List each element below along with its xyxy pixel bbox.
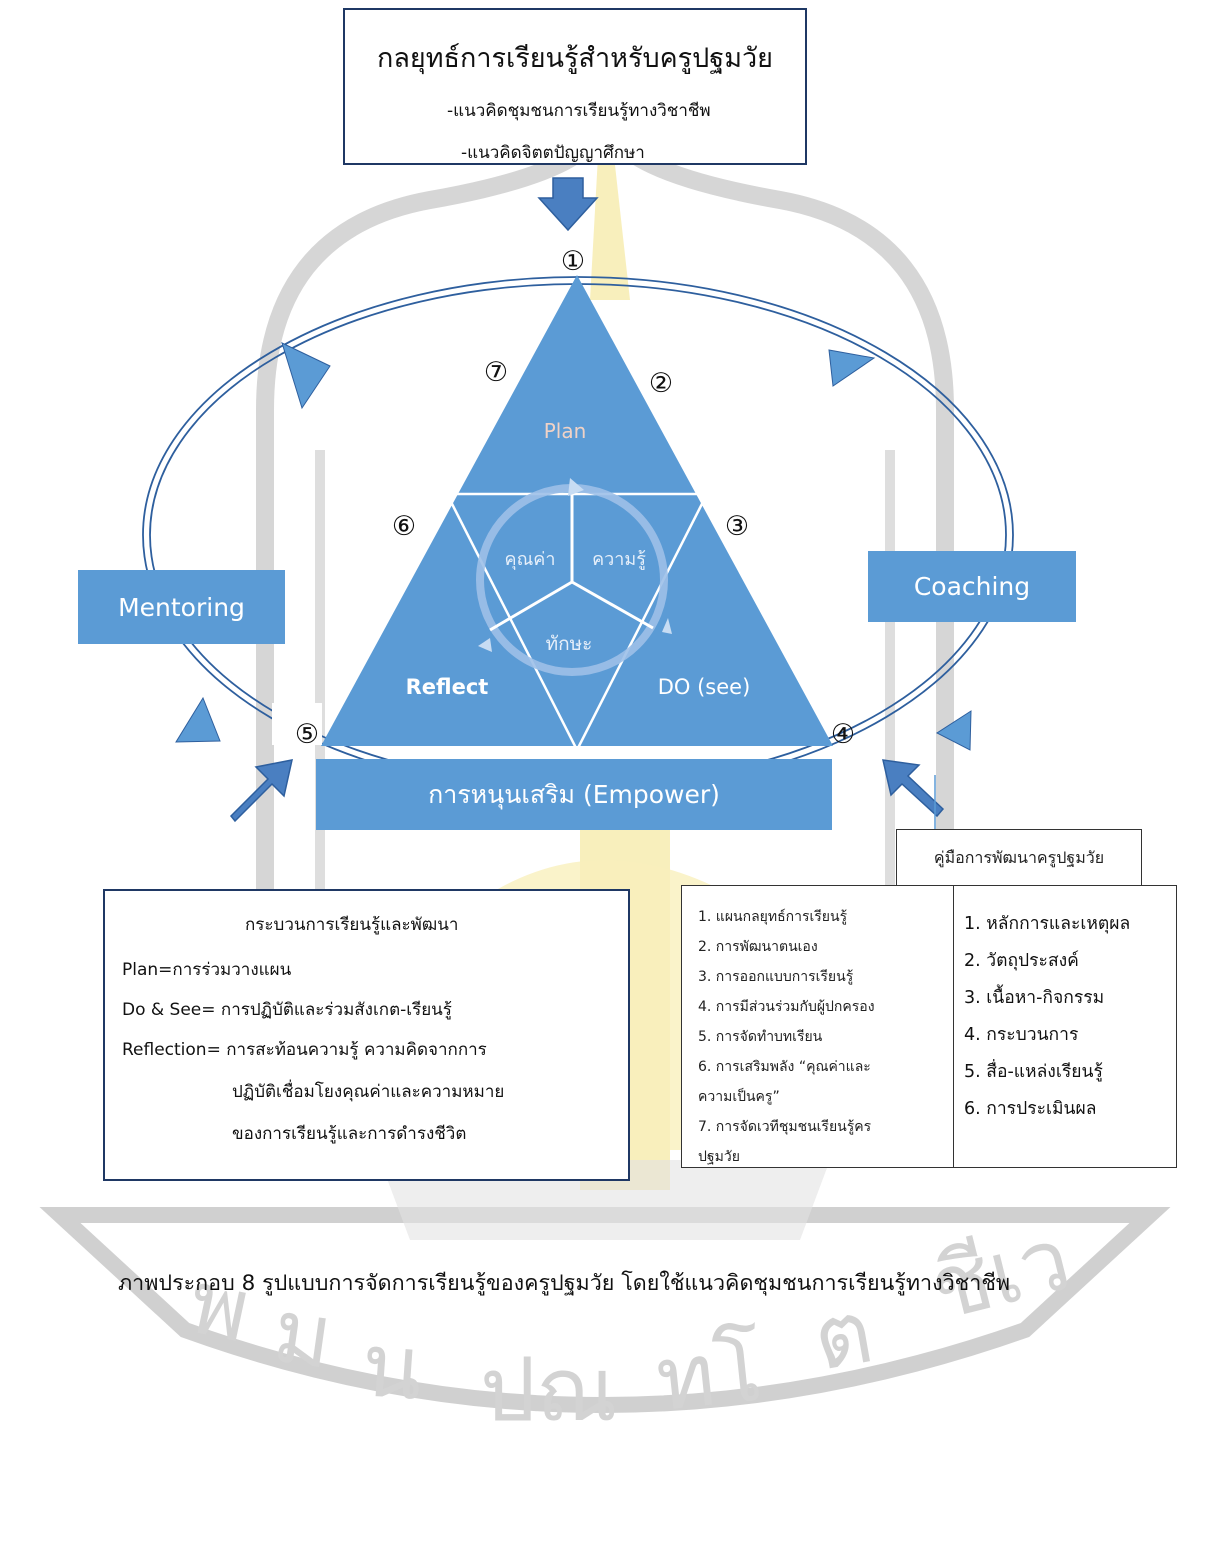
down-arrow (537, 177, 599, 232)
svg-text:ทโ: ทโ (651, 1317, 766, 1430)
handbook-title-box: คู่มือการพัฒนาครูปฐมวัย (896, 829, 1142, 887)
component-item: 2. วัตถุประสงค์ (964, 951, 1079, 971)
empower-bar: การหนุนเสริม (Empower) (316, 759, 832, 830)
handbook-components-box: 1. หลักการและเหตุผล 2. วัตถุประสงค์ 3. เ… (953, 885, 1177, 1168)
process-reflection-line-cont-2: ของการเรียนรู้และการดำรงชีวิต (232, 1124, 467, 1144)
mentoring-box: Mentoring (78, 570, 285, 644)
triangle-reflect-label: Reflect (406, 675, 489, 699)
svg-text:ม: ม (267, 1279, 339, 1389)
figure-caption: ภาพประกอบ 8 รูปแบบการจัดการเรียนรู้ของคร… (118, 1271, 1011, 1296)
strategy-concept-1: -แนวคิดชุมชนการเรียนรู้ทางวิชาชีพ (447, 101, 711, 121)
activity-item: 4. การมีส่วนร่วมกับผู้ปกครอง (698, 999, 875, 1015)
cycle-arrowhead-right (662, 618, 672, 634)
ellipse-arrow-left-upper (281, 342, 331, 410)
component-item: 4. กระบวนการ (964, 1025, 1079, 1045)
activity-item: 5. การจัดทำบทเรียน (698, 1029, 823, 1045)
coaching-box: Coaching (868, 551, 1076, 622)
step-number-1: ① (561, 246, 585, 277)
learning-process-box: กระบวนการเรียนรู้และพัฒนา Plan=การร่วมวา… (103, 889, 630, 1181)
marker-backdrop-5 (272, 703, 322, 745)
center-knowledge-label: ความรู้ (592, 549, 646, 570)
ellipse-arrow-right-upper (828, 349, 876, 387)
center-divider-right (571, 580, 654, 630)
activity-item: ปฐมวัย (698, 1149, 740, 1165)
component-item: 6. การประเมินผล (964, 1099, 1097, 1119)
activity-item: 2. การพัฒนาตนเอง (698, 939, 818, 955)
activity-item: 6. การเสริมพลัง “คุณค่าและ (698, 1059, 871, 1075)
component-item: 5. สื่อ-แหล่งเรียนรู้ (964, 1062, 1103, 1082)
component-item: 1. หลักการและเหตุผล (964, 914, 1131, 934)
step-number-2: ② (649, 368, 673, 399)
center-skill-label: ทักษะ (546, 633, 593, 655)
process-title: กระบวนการเรียนรู้และพัฒนา (245, 915, 459, 935)
process-do-see-line: Do & See= การปฏิบัติและร่วมสังเกต-เรียนร… (122, 1000, 452, 1020)
ellipse-arrow-right-lower (936, 710, 972, 751)
step-number-3: ③ (725, 511, 749, 542)
process-reflection-line-cont-1: ปฏิบัติเชื่อมโยงคุณค่าและความหมาย (232, 1082, 505, 1102)
inner-line-left (406, 493, 448, 569)
strategy-concept-2: -แนวคิดจิตตปัญญาศึกษา (461, 143, 645, 163)
empower-arrow-left (229, 759, 293, 823)
component-item: 3. เนื้อหา-กิจกรรม (964, 988, 1105, 1008)
components-list: 1. หลักการและเหตุผล 2. วัตถุประสงค์ 3. เ… (964, 906, 1130, 1128)
strategy-box: กลยุทธ์การเรียนรู้สำหรับครูปฐมวัย -แนวคิ… (343, 8, 807, 165)
activity-item: 7. การจัดเวทีชุมชนเรียนรู้คร (698, 1119, 872, 1135)
strategy-title: กลยุทธ์การเรียนรู้สำหรับครูปฐมวัย (377, 43, 773, 74)
triangle-do-see-label: DO (see) (658, 675, 751, 699)
process-plan-line: Plan=การร่วมวางแผน (122, 960, 292, 980)
step-number-4: ④ (831, 719, 855, 750)
cycle-arrowhead-left (478, 638, 492, 652)
svg-text:น: น (359, 1313, 426, 1420)
handbook-activities-box: 1. แผนกลยุทธ์การเรียนรู้ 2. การพัฒนาตนเอ… (681, 885, 955, 1168)
inner-line-right (706, 493, 746, 569)
activities-list: 1. แผนกลยุทธ์การเรียนรู้ 2. การพัฒนาตนเอ… (698, 902, 875, 1172)
ellipse-arrow-left-lower (175, 696, 221, 743)
empower-arrow-right (882, 759, 945, 818)
svg-text:ปณ: ปณ (480, 1338, 618, 1441)
activity-item: 1. แผนกลยุทธ์การเรียนรู้ (698, 909, 848, 925)
step-number-6: ⑥ (392, 511, 416, 542)
process-reflection-line: Reflection= การสะท้อนความรู้ ความคิดจากก… (122, 1040, 487, 1060)
center-value-label: คุณค่า (505, 549, 556, 570)
cycle-arrowhead-top (568, 478, 584, 496)
activity-item: 3. การออกแบบการเรียนรู้ (698, 969, 854, 985)
step-number-7: ⑦ (484, 357, 508, 388)
triangle-plan-label: Plan (544, 419, 587, 443)
activity-item: ความเป็นครู” (698, 1089, 780, 1105)
step-number-5: ⑤ (295, 719, 319, 750)
plan-do-reflect-triangle (321, 275, 833, 746)
center-divider-left (489, 580, 573, 632)
